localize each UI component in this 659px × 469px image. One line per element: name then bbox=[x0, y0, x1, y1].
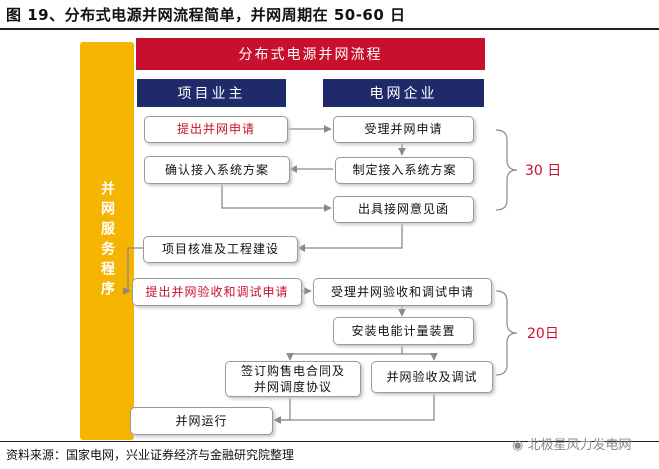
period-label-second: 20日 bbox=[527, 326, 559, 342]
line-test-to-operate bbox=[272, 392, 435, 421]
side-process-bar: 并网服务程序 bbox=[80, 42, 134, 440]
bracket-first-period bbox=[495, 129, 518, 211]
step-accept-application: 受理并网申请 bbox=[333, 116, 474, 143]
watermark-icon: ◉ bbox=[512, 438, 524, 453]
source-note: 资料来源：国家电网，兴业证券经济与金融研究院整理 bbox=[6, 448, 295, 462]
figure-title: 图 19、分布式电源并网流程简单，并网周期在 50-60 日 bbox=[6, 6, 406, 24]
watermark: ◉ 北极星风力发电网 bbox=[512, 434, 632, 453]
bottom-rule bbox=[0, 441, 659, 442]
step-make-access-plan: 制定接入系统方案 bbox=[335, 157, 474, 184]
arrow-approval-to-apply-test bbox=[122, 247, 143, 295]
step-issue-opinion-letter: 出具接网意见函 bbox=[333, 196, 474, 223]
step-submit-test-application: 提出并网验收和调试申请 bbox=[132, 278, 302, 306]
arrow-confirm-to-opinion bbox=[221, 183, 332, 212]
header-grid-company: 电网企业 bbox=[323, 79, 484, 107]
arrow-meter-to-test bbox=[402, 352, 438, 361]
side-process-label: 并网服务程序 bbox=[99, 181, 115, 301]
step-accept-test-application: 受理并网验收和调试申请 bbox=[313, 278, 492, 306]
watermark-text: 北极星风力发电网 bbox=[527, 438, 632, 453]
bracket-second-period bbox=[495, 290, 518, 376]
step-approval-construction: 项目核准及工程建设 bbox=[143, 236, 298, 263]
step-acceptance-test: 并网验收及调试 bbox=[371, 361, 493, 393]
header-project-owner: 项目业主 bbox=[137, 79, 286, 107]
top-rule bbox=[0, 28, 659, 30]
step-confirm-access-plan: 确认接入系统方案 bbox=[144, 156, 290, 184]
step-grid-operation: 并网运行 bbox=[130, 407, 273, 435]
step-install-meter: 安装电能计量装置 bbox=[333, 317, 474, 345]
step-submit-application: 提出并网申请 bbox=[144, 116, 288, 143]
arrow-contract-to-operate bbox=[273, 396, 291, 424]
arrow-meter-to-contract bbox=[286, 344, 403, 361]
period-label-first: 30 日 bbox=[525, 163, 562, 179]
arrow-opinion-to-approval bbox=[297, 222, 403, 252]
flow-banner: 分布式电源并网流程 bbox=[136, 38, 485, 70]
step-sign-contract: 签订购售电合同及 并网调度协议 bbox=[225, 361, 361, 397]
